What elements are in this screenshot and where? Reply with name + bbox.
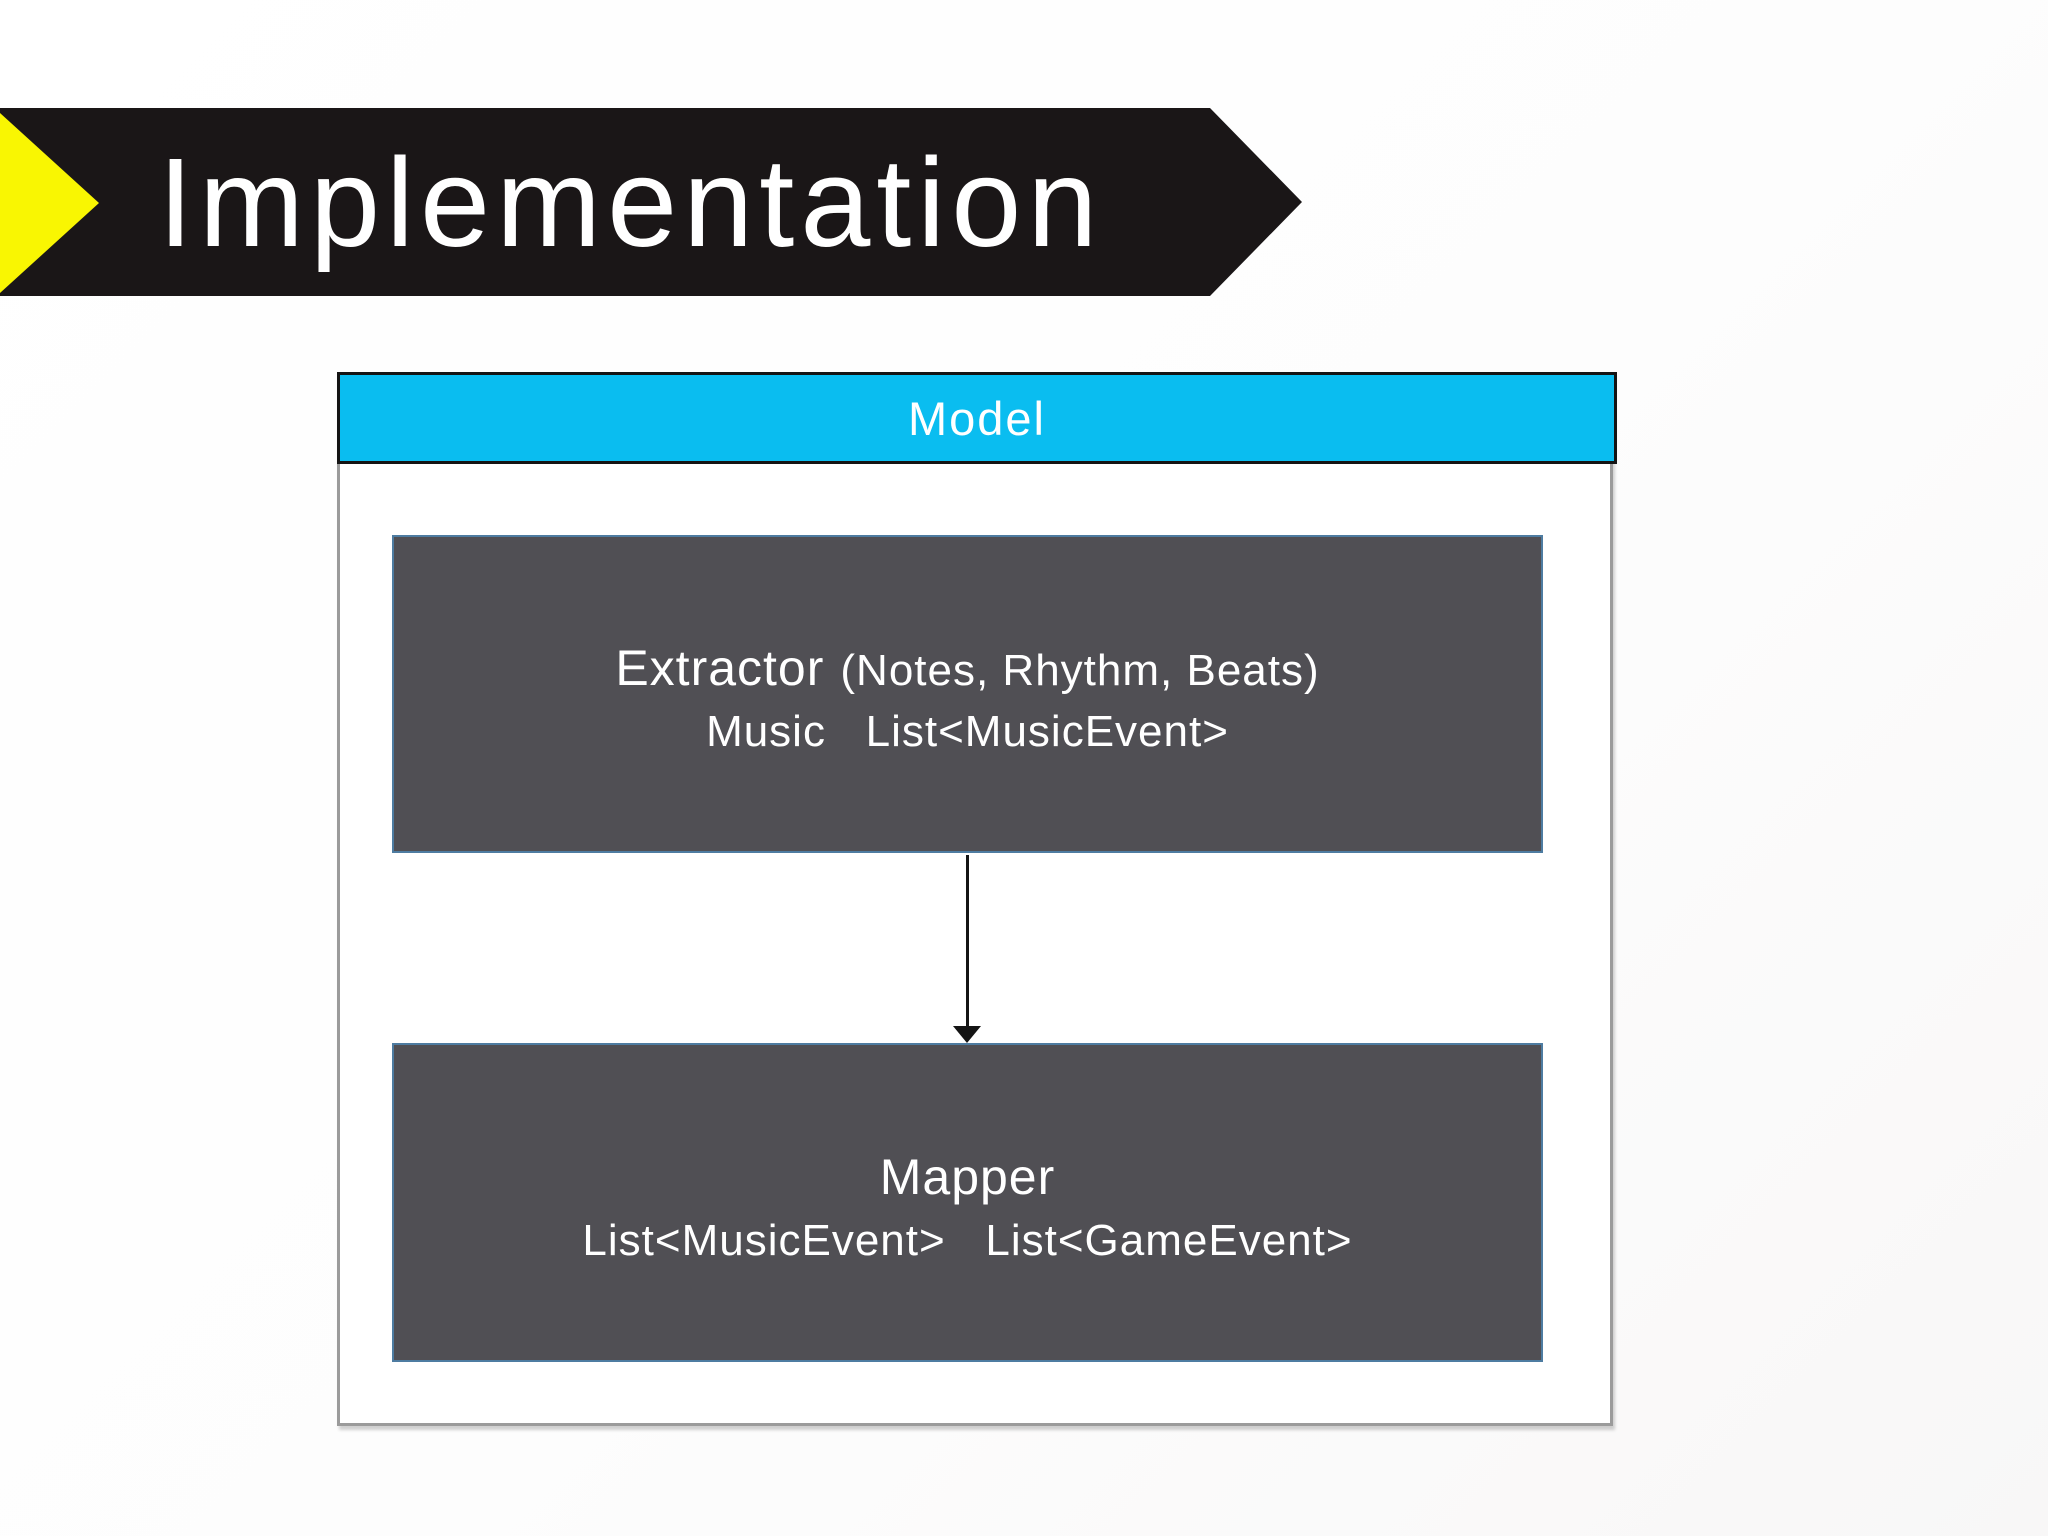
extractor-title: Extractor bbox=[615, 640, 825, 696]
mapper-title-line: Mapper bbox=[880, 1148, 1056, 1206]
flow-arrow-line bbox=[966, 855, 969, 1030]
extractor-signature: Music List<MusicEvent> bbox=[706, 707, 1229, 756]
title-banner bbox=[0, 108, 1302, 296]
extractor-subtitle: (Notes, Rhythm, Beats) bbox=[840, 646, 1320, 695]
model-header-label: Model bbox=[337, 372, 1617, 464]
mapper-signature: List<MusicEvent> List<GameEvent> bbox=[582, 1215, 1353, 1265]
extractor-node: Extractor (Notes, Rhythm, Beats) Music L… bbox=[392, 535, 1543, 853]
extractor-title-line: Extractor (Notes, Rhythm, Beats) bbox=[615, 639, 1319, 697]
slide-title: Implementation bbox=[158, 131, 1104, 273]
flow-arrow-head-icon bbox=[953, 1026, 981, 1043]
mapper-node: Mapper List<MusicEvent> List<GameEvent> bbox=[392, 1043, 1543, 1362]
mapper-title: Mapper bbox=[879, 1148, 1056, 1205]
